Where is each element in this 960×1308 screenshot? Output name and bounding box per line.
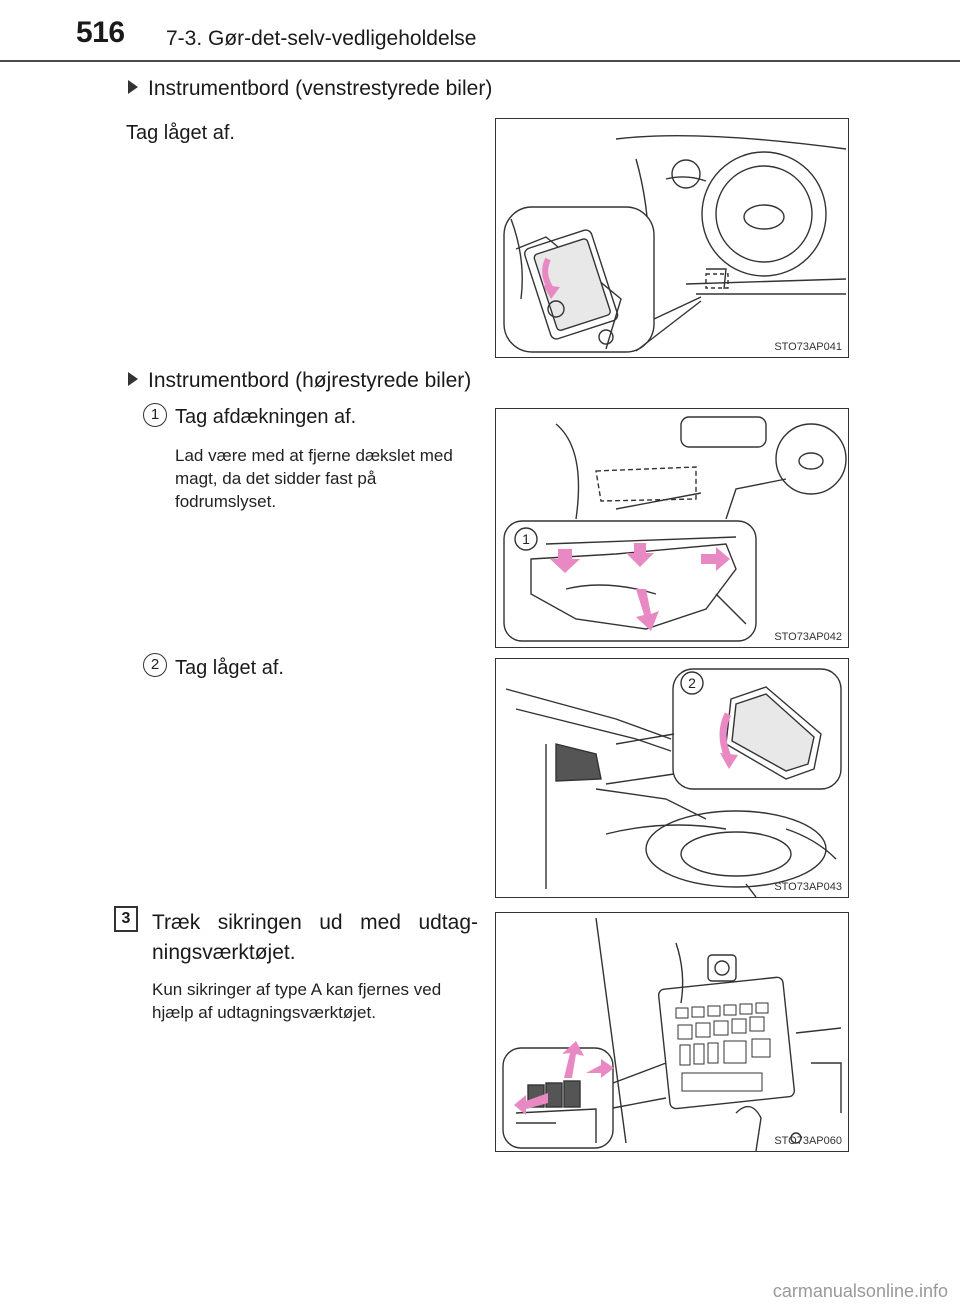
- step-number-2: 2: [143, 653, 167, 677]
- lid-illustration: 2: [505, 668, 842, 897]
- triangle-bullet-icon: [128, 80, 138, 94]
- page-number: 516: [76, 16, 125, 49]
- figure-rhd-lid: 2 STO73AP043: [495, 658, 849, 898]
- step-3-note: Kun sikringer af type A kan fjernes ved …: [152, 980, 442, 1022]
- figure-code: STO73AP060: [774, 1135, 842, 1147]
- watermark: carmanualsonline.info: [772, 1281, 948, 1301]
- cover-illustration: 1: [503, 416, 847, 642]
- header-divider: [0, 60, 960, 62]
- step-1-text: Tag afdækningen af.: [175, 406, 357, 428]
- section-heading-lhd: Instrumentbord (venstrestyrede biler): [128, 76, 492, 102]
- section-heading-text: Instrumentbord (venstrestyrede biler): [148, 77, 493, 100]
- step-number-1: 1: [143, 403, 167, 427]
- section-heading-text: Instrumentbord (højrestyrede biler): [148, 369, 472, 392]
- section-title: 7-3. Gør-det-selv-vedligeholdelse: [166, 27, 477, 50]
- step-3-text-line2: ningsværktøjet.: [152, 941, 296, 964]
- figure-code: STO73AP043: [774, 881, 842, 893]
- figure-code: STO73AP041: [774, 341, 842, 353]
- triangle-bullet-icon: [128, 372, 138, 386]
- figure-lhd-dashboard: STO73AP041: [495, 118, 849, 358]
- figure-callout-1: 1: [522, 531, 530, 547]
- fuse-box-illustration: [502, 917, 842, 1151]
- step-1-note: Lad være med at fjerne dækslet med magt,…: [175, 446, 453, 511]
- section-heading-rhd: Instrumentbord (højrestyrede biler): [128, 368, 471, 394]
- figure-rhd-cover: 1 STO73AP042: [495, 408, 849, 648]
- step-number-3: 3: [114, 906, 138, 932]
- figure-fuse-box: STO73AP060: [495, 912, 849, 1152]
- step-2-text: Tag låget af.: [175, 657, 284, 679]
- step-3-text-line1: Træk sikringen ud med udtag-: [152, 911, 478, 934]
- figure-callout-2: 2: [688, 675, 696, 691]
- figure-code: STO73AP042: [774, 631, 842, 643]
- step-lhd-text: Tag låget af.: [126, 122, 235, 144]
- dashboard-illustration: [503, 134, 847, 353]
